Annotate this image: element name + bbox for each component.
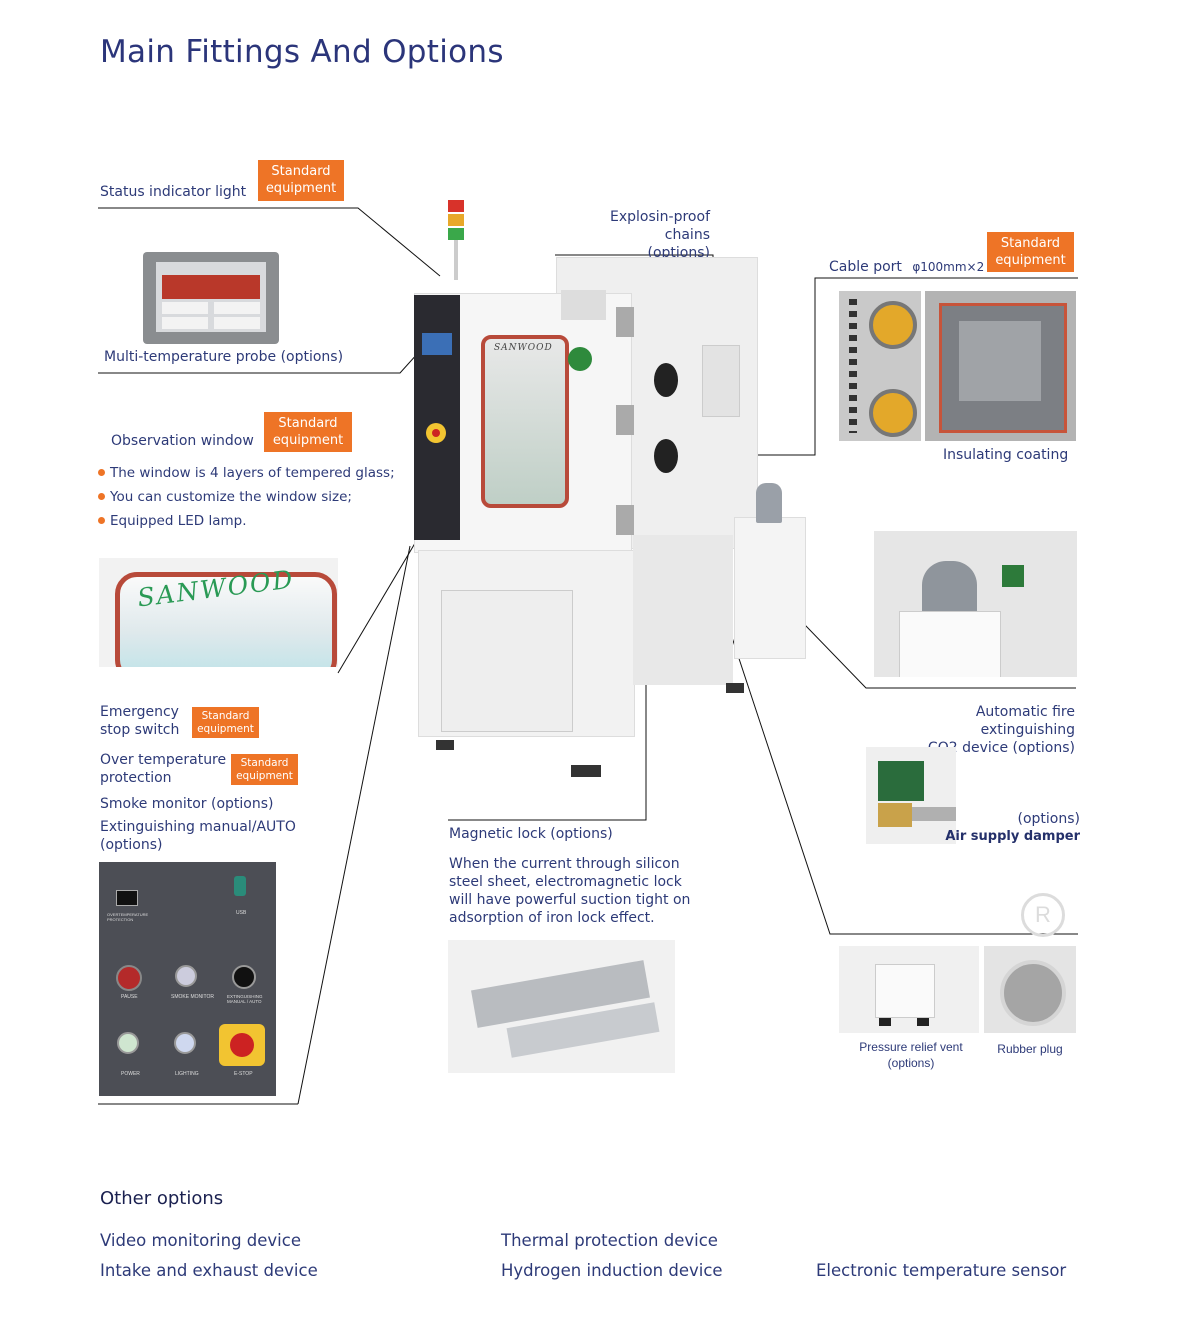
magnetic-lock-photo	[448, 940, 675, 1073]
window-point: The window is 4 layers of tempered glass…	[98, 464, 395, 482]
observation-window-badge: Standard equipment	[264, 412, 352, 452]
other-option-item: Electronic temperature sensor	[816, 1261, 1067, 1280]
magnetic-lock-description: When the current through silicon steel s…	[449, 856, 691, 926]
status-light-label: Status indicator light	[100, 184, 247, 200]
selector-switch-icon	[232, 965, 256, 989]
other-option-item: Intake and exhaust device	[100, 1261, 318, 1280]
cable-port-photo	[839, 291, 921, 441]
other-option-item: Video monitoring device	[100, 1231, 301, 1250]
power-button-icon	[117, 1032, 139, 1054]
pressure-vent-photo	[839, 946, 979, 1033]
usb-port-icon	[234, 876, 246, 896]
smoke-monitor-button-icon	[175, 965, 197, 987]
chamber-interior-photo	[925, 291, 1076, 441]
cable-port-label: Cable port φ100mm×2	[829, 259, 985, 275]
page-title: Main Fittings And Options	[100, 34, 504, 70]
overtemp-badge: Standard equipment	[231, 754, 298, 785]
rubber-plug-photo	[984, 946, 1076, 1033]
co2-device-photo	[874, 531, 1077, 677]
window-point: You can customize the window size;	[98, 488, 352, 506]
cable-port-badge: Standard equipment	[987, 232, 1074, 272]
pressure-vent-label: Pressure relief vent(options)	[859, 1040, 963, 1070]
status-light-badge: Standard equipment	[258, 160, 344, 201]
other-option-item: Hydrogen induction device	[501, 1261, 723, 1280]
air-supply-label: Air supply damper	[945, 829, 1080, 844]
e-stop-housing	[219, 1024, 265, 1066]
probe-screen-photo	[143, 252, 279, 344]
control-panel-photo: OVERTEMPERATURE PROTECTION USB PAUSE SMO…	[99, 862, 276, 1096]
window-point: Equipped LED lamp.	[98, 512, 246, 530]
extinguish-label: Extinguishing manual/AUTO (options)	[100, 819, 296, 853]
pause-button-icon	[116, 965, 142, 991]
emergency-badge: Standard equipment	[192, 707, 259, 738]
test-chamber-illustration: SANWOOD	[406, 195, 806, 790]
other-option-item: Thermal protection device	[501, 1231, 718, 1250]
observation-window-label: Observation window	[111, 433, 254, 449]
air-supply-options: (options)	[1017, 811, 1081, 827]
window-photo: SANWOOD	[99, 558, 338, 667]
smoke-label: Smoke monitor (options)	[100, 796, 274, 812]
air-supply-damper-photo	[866, 747, 956, 844]
magnetic-lock-title: Magnetic lock (options)	[449, 826, 613, 842]
insulating-coating-label: Insulating coating	[943, 447, 1069, 463]
other-options-heading: Other options	[100, 1188, 224, 1209]
registered-mark-icon: R	[1021, 893, 1065, 937]
chamber-logo: SANWOOD	[494, 343, 553, 353]
probe-label: Multi-temperature probe (options)	[104, 349, 344, 365]
lighting-button-icon	[174, 1032, 196, 1054]
rubber-plug-label: Rubber plug	[997, 1042, 1063, 1056]
